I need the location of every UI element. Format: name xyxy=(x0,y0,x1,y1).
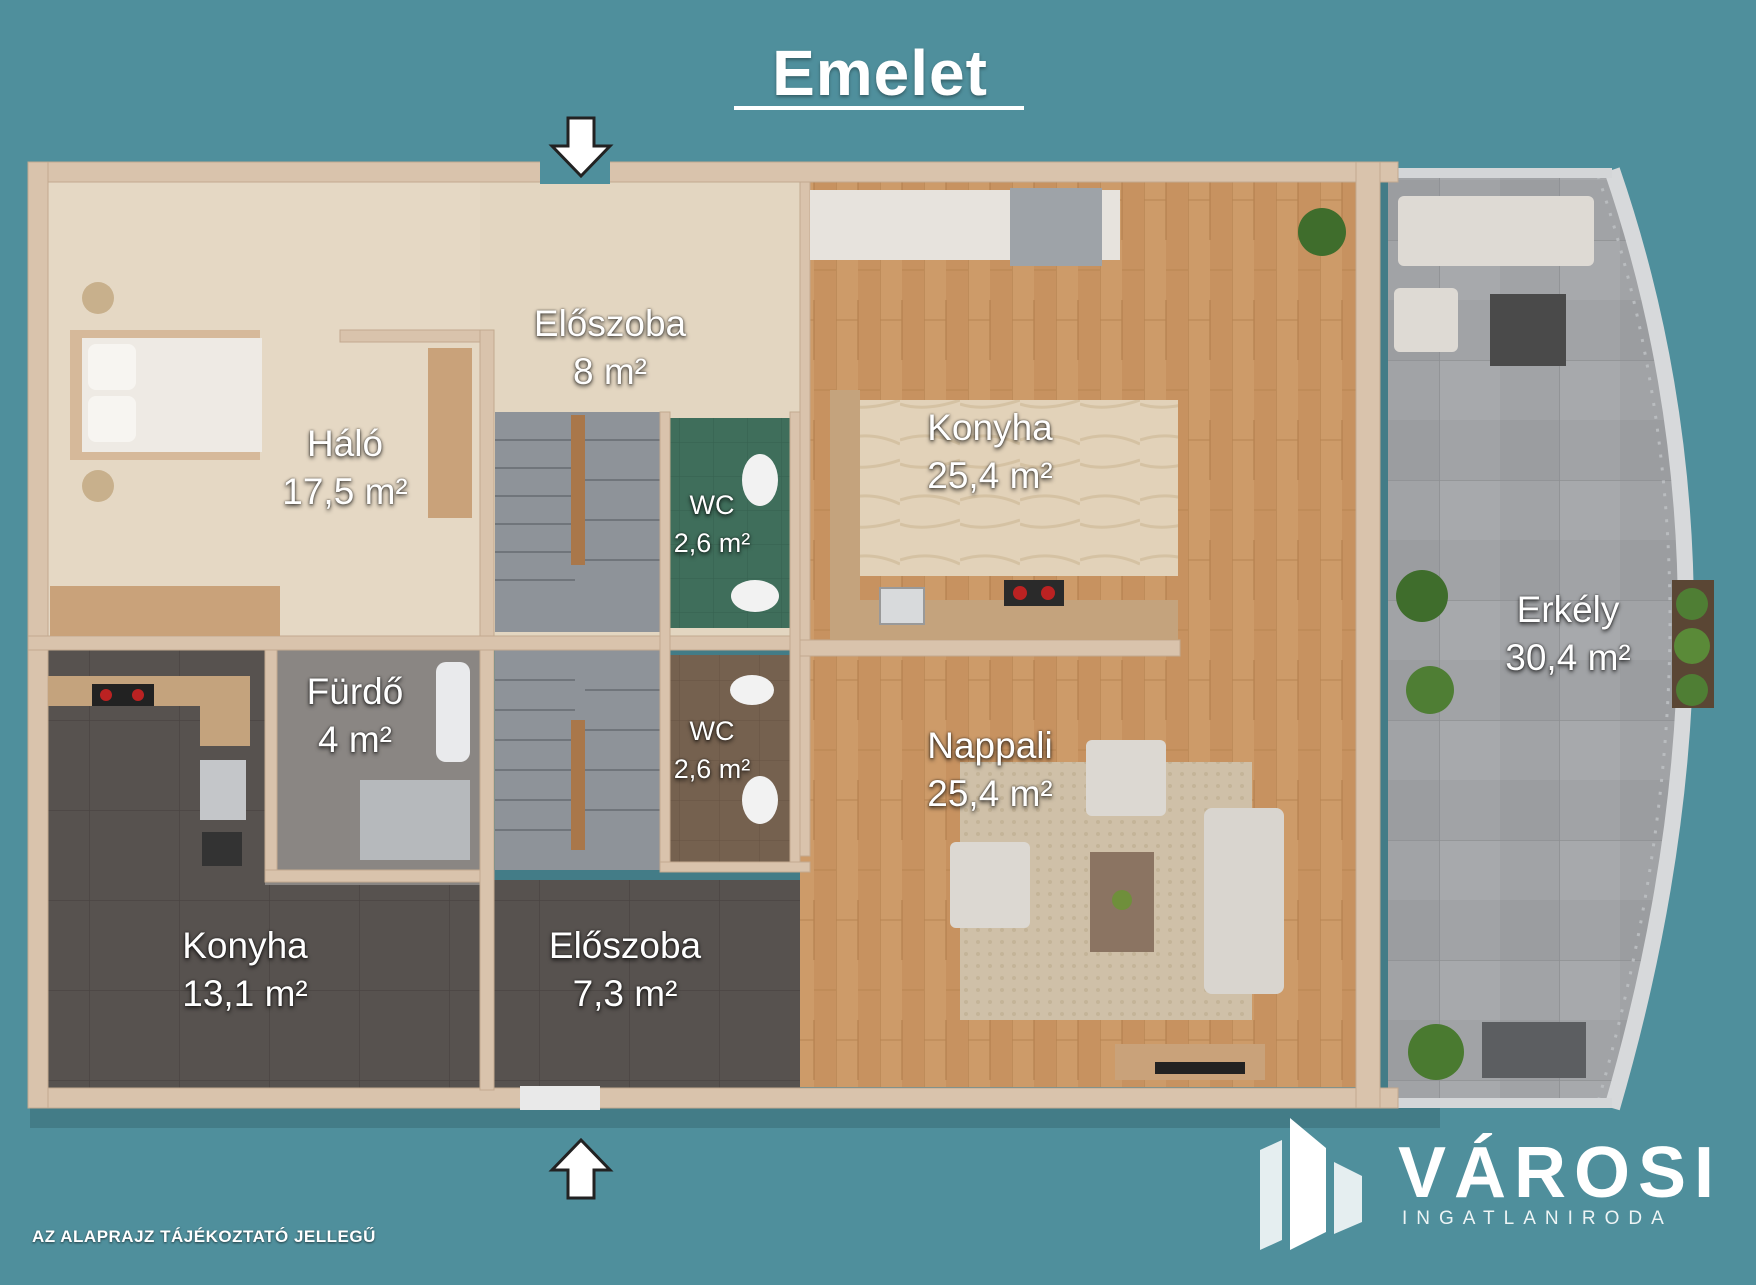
room-area: 7,3 m² xyxy=(572,973,678,1014)
room-label-konyha-big: Konyha 25,4 m² xyxy=(890,404,1090,500)
room-name: WC xyxy=(689,716,735,746)
eloszoba-bottom-floor xyxy=(480,880,800,1090)
room-area: 25,4 m² xyxy=(927,773,1053,814)
room-label-wc-top: WC 2,6 m² xyxy=(655,486,769,562)
erkely-floor xyxy=(1388,170,1686,1108)
room-name: Előszoba xyxy=(548,925,702,966)
room-label-konyha-small: Konyha 13,1 m² xyxy=(145,922,345,1018)
room-name: Háló xyxy=(306,423,384,464)
entrance-arrow-top xyxy=(548,116,614,179)
room-area: 17,5 m² xyxy=(282,471,408,512)
varosi-logo-mark xyxy=(1260,1118,1362,1250)
logo-name: VÁROSI xyxy=(1398,1133,1723,1213)
entrance-arrow-bottom xyxy=(548,1137,614,1200)
room-area: 30,4 m² xyxy=(1505,637,1631,678)
room-label-eloszoba-top: Előszoba 8 m² xyxy=(510,300,710,396)
room-area: 4 m² xyxy=(318,719,392,760)
sofa xyxy=(1204,808,1284,994)
room-label-furdo: Fürdő 4 m² xyxy=(270,668,440,764)
room-label-erkely: Erkély 30,4 m² xyxy=(1478,586,1658,682)
room-label-halo: Háló 17,5 m² xyxy=(255,420,435,516)
room-name: Konyha xyxy=(927,407,1053,448)
wardrobe xyxy=(428,348,472,518)
logo-subtitle: INGATLANIRODA xyxy=(1402,1208,1673,1229)
room-name: WC xyxy=(689,490,735,520)
room-name: Előszoba xyxy=(533,303,687,344)
room-name: Nappali xyxy=(927,725,1053,766)
room-area: 2,6 m² xyxy=(673,528,751,558)
room-area: 2,6 m² xyxy=(673,754,751,784)
room-name: Erkély xyxy=(1516,589,1620,630)
room-name: Fürdő xyxy=(306,671,404,712)
room-name: Konyha xyxy=(182,925,308,966)
room-area: 25,4 m² xyxy=(927,455,1053,496)
floor-title: Emelet xyxy=(772,37,988,109)
kitchen-island xyxy=(860,400,1178,576)
disclaimer-text: AZ ALAPRAJZ TÁJÉKOZTATÓ JELLEGŰ xyxy=(32,1227,376,1246)
room-area: 13,1 m² xyxy=(182,973,308,1014)
title-underline xyxy=(734,106,1024,110)
room-label-wc-bottom: WC 2,6 m² xyxy=(655,712,769,788)
room-label-eloszoba-bottom: Előszoba 7,3 m² xyxy=(525,922,725,1018)
room-area: 8 m² xyxy=(573,351,647,392)
room-label-nappali: Nappali 25,4 m² xyxy=(890,722,1090,818)
